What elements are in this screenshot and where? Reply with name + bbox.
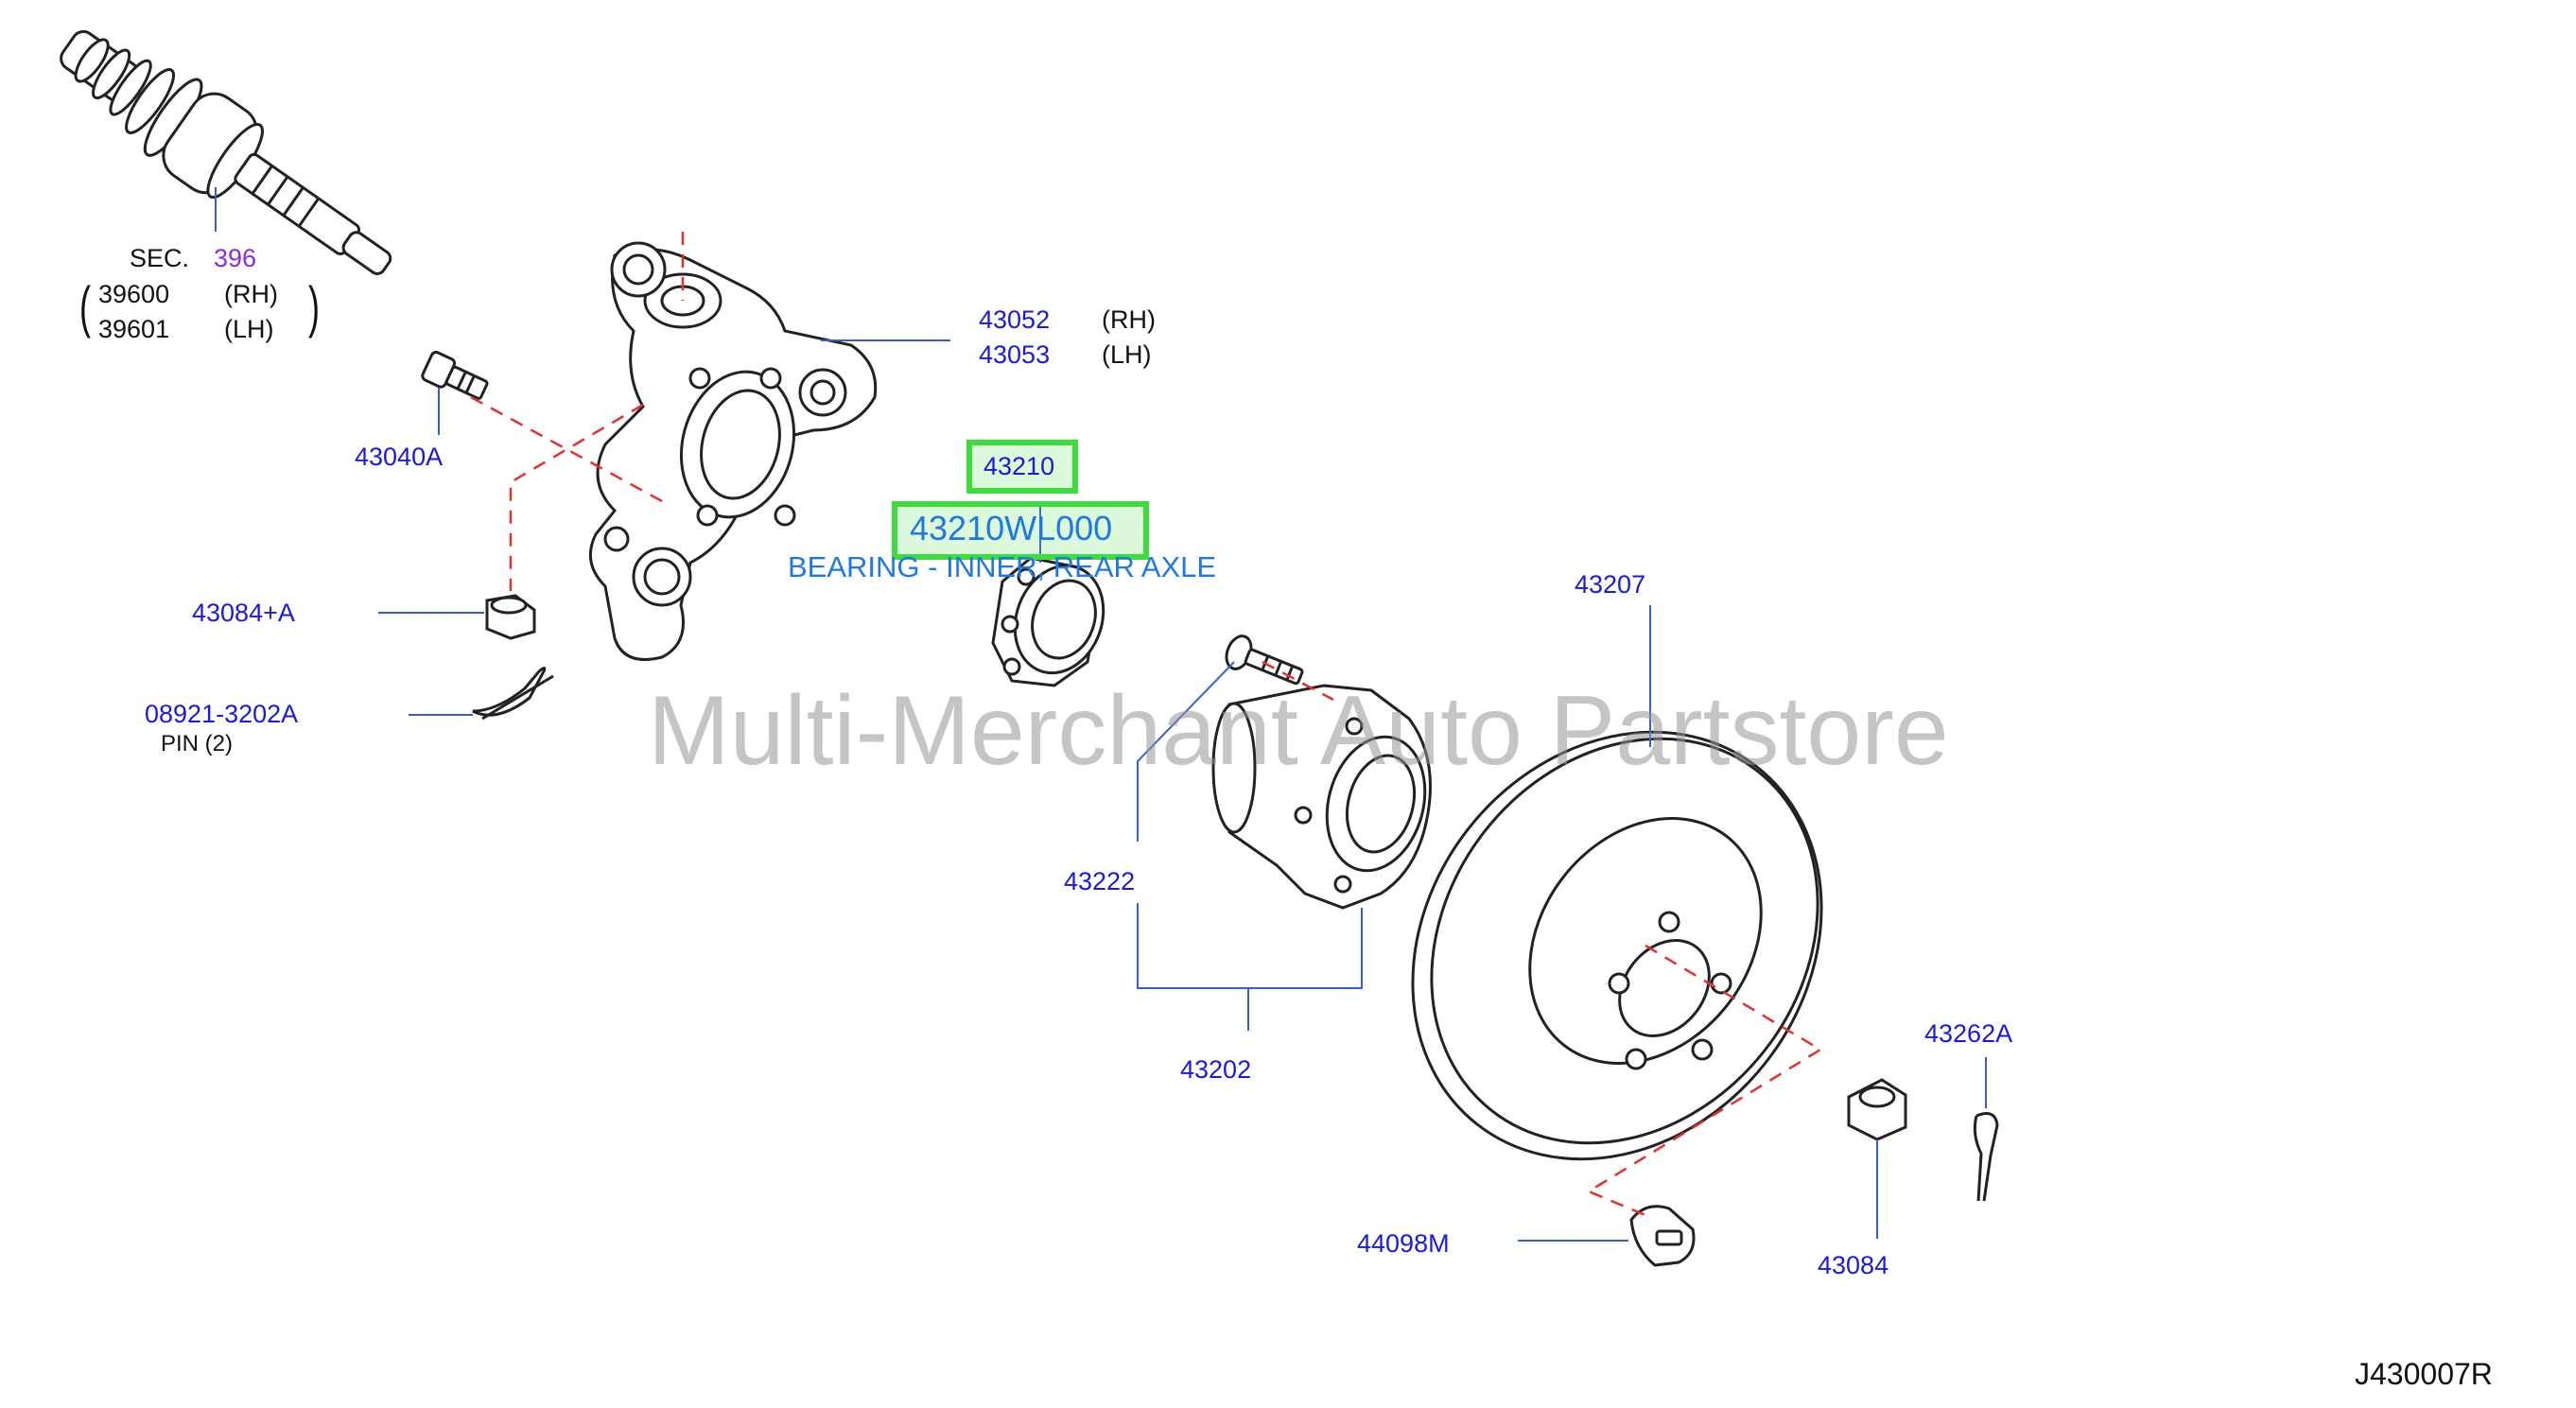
callout-rotor[interactable]: 43207 <box>1575 570 1646 599</box>
callout-pin-note: PIN (2) <box>161 731 234 756</box>
section-part-rh-number: 39600 <box>98 280 170 308</box>
callout-pin-08921[interactable]: 08921-3202A <box>145 700 299 728</box>
callout-bearing[interactable]: 43210 <box>983 452 1055 480</box>
callout-knuckle-rh[interactable]: 43052 <box>979 305 1051 334</box>
section-part-lh-number: 39601 <box>98 315 170 343</box>
nut-43084a-illustration <box>378 594 536 640</box>
section-ref-prefix: SEC. <box>130 244 190 272</box>
section-ref-link[interactable]: 396 <box>214 244 257 272</box>
bearing-description: BEARING - INNER, REAR AXLE <box>788 550 1217 583</box>
assembly-leader-lines <box>470 232 1823 1217</box>
callout-hub-bolt[interactable]: 43222 <box>1064 867 1136 895</box>
callout-nut-43084a[interactable]: 43084+A <box>192 599 295 627</box>
knuckle-illustration <box>588 241 950 661</box>
rotor-illustration <box>1411 605 1823 1161</box>
nut-43084-illustration <box>1847 1078 1907 1239</box>
callout-plug[interactable]: 44098M <box>1357 1229 1450 1258</box>
bearing-part-number[interactable]: 43210WL000 <box>910 509 1113 548</box>
section-bracket-open: ( <box>78 275 91 339</box>
callout-hub-assembly[interactable]: 43202 <box>1180 1055 1252 1084</box>
bearing-illustration <box>991 501 1105 687</box>
pin-08921-illustration <box>409 667 554 721</box>
watermark-text: Multi-Merchant Auto Partstore <box>648 676 1949 786</box>
callout-bolt-43040a[interactable]: 43040A <box>355 443 444 471</box>
diagram-id: J430007R <box>2355 1357 2493 1391</box>
part-number-highlight <box>892 501 1149 560</box>
section-part-lh-side: (LH) <box>224 315 274 343</box>
cotter-pin-43262a-illustration <box>1973 1057 1999 1202</box>
bearing-callout-highlight <box>966 440 1078 494</box>
callout-knuckle-lh[interactable]: 43053 <box>979 340 1051 369</box>
drive-shaft-illustration <box>60 29 392 275</box>
bolt-43040a-illustration <box>421 350 489 435</box>
callout-knuckle-rh-side: (RH) <box>1102 305 1156 334</box>
plug-44098m-illustration <box>1518 1205 1696 1267</box>
callout-nut-43084[interactable]: 43084 <box>1818 1251 1889 1279</box>
callout-cotter-pin[interactable]: 43262A <box>1924 1019 2013 1048</box>
section-bracket-close: ) <box>307 275 320 339</box>
section-part-rh-side: (RH) <box>224 280 278 308</box>
callout-knuckle-lh-side: (LH) <box>1102 340 1152 369</box>
